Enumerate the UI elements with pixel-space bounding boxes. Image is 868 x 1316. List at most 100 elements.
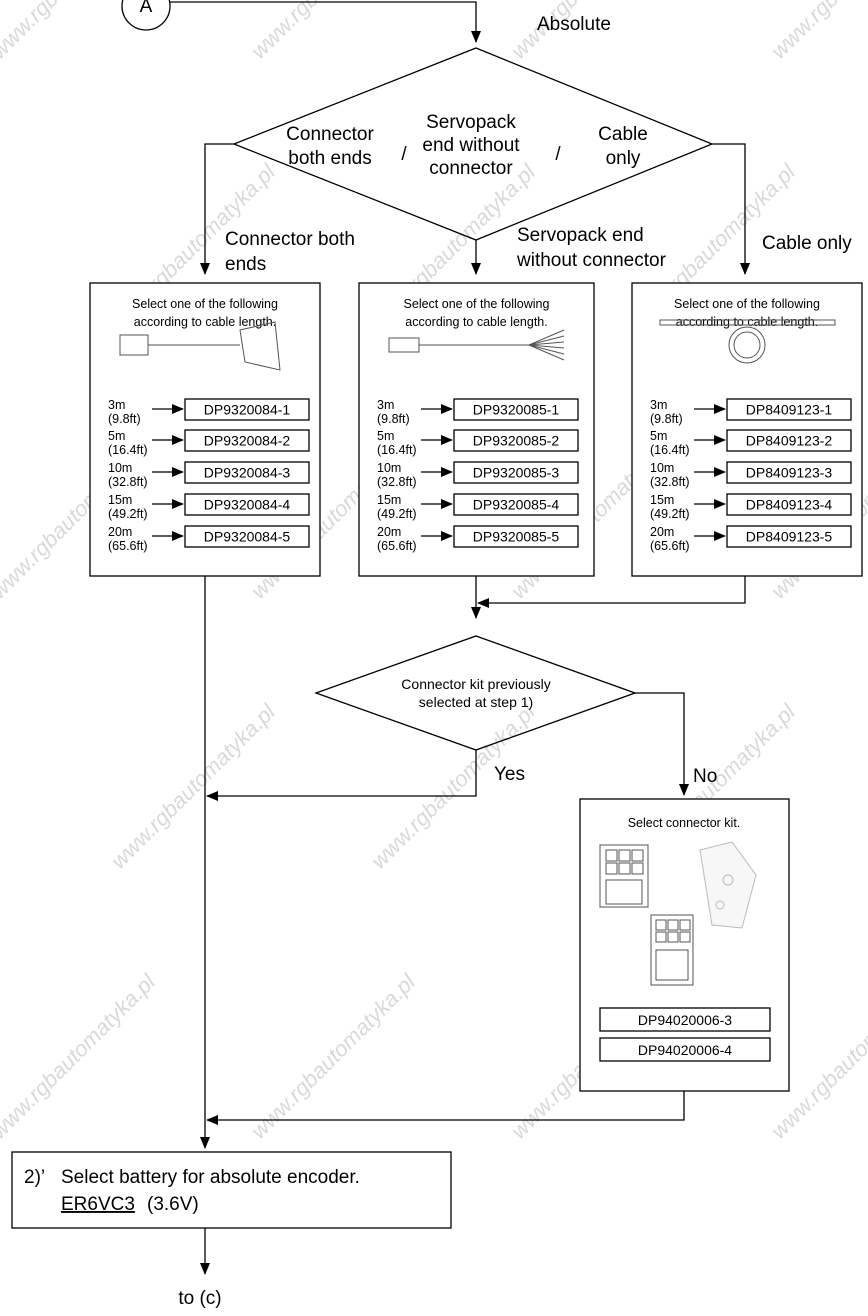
decision-separator: / <box>401 144 407 165</box>
watermark-text: www.rgbautomatyka.pl <box>106 699 281 874</box>
part-number-box <box>453 493 579 516</box>
length-meters: 3m <box>650 398 667 412</box>
connector-kit-title: Select connector kit. <box>628 816 741 830</box>
part-number-box <box>453 398 579 421</box>
branch-label-no: No <box>693 766 717 787</box>
part-number-box <box>453 461 579 484</box>
length-meters: 15m <box>108 493 132 507</box>
length-meters: 3m <box>377 398 394 412</box>
watermark-text: www.rgbautomatyka.pl <box>0 969 161 1144</box>
length-meters: 10m <box>108 461 132 475</box>
flow-line-yes <box>206 750 477 801</box>
part-number-box <box>599 1007 771 1032</box>
arrow-label-connector-both-ends-line1: Connector both <box>225 229 355 250</box>
length-feet: (49.2ft) <box>650 507 690 521</box>
part-number: DP8409123-4 <box>746 497 833 513</box>
decision-separator: / <box>555 144 561 165</box>
part-number: DP9320084-5 <box>204 529 291 545</box>
length-meters: 5m <box>650 429 667 443</box>
part-number-box <box>453 525 579 548</box>
part-number: DP9320084-4 <box>204 497 291 513</box>
length-feet: (32.8ft) <box>108 475 148 489</box>
flow-line-no <box>635 692 689 796</box>
watermark-text: www.rgbautomatyka.pl <box>766 0 868 64</box>
part-number-box <box>184 493 310 516</box>
part-number-box <box>453 429 579 452</box>
start-connector-circle <box>121 0 171 31</box>
selection-column-2: Select one of the following according to … <box>358 282 595 577</box>
length-feet: (9.8ft) <box>377 412 410 426</box>
connector-kit-icon <box>599 841 757 986</box>
part-number: DP9320085-4 <box>473 497 560 513</box>
part-number-box <box>726 398 852 421</box>
decision-option-cable-only-line2: only <box>606 148 641 169</box>
length-feet: (16.4ft) <box>377 443 417 457</box>
arrow-label-cable-only: Cable only <box>762 233 852 254</box>
part-number-box <box>726 429 852 452</box>
part-number: DP9320085-1 <box>473 402 560 418</box>
watermark-text: www.rgbautomatyka.pl <box>366 699 541 874</box>
cable-one-end-connector-icon <box>388 329 565 361</box>
length-feet: (65.6ft) <box>650 539 690 553</box>
decision-option-connector-both-ends-line2: both ends <box>288 148 371 169</box>
length-meters: 10m <box>377 461 401 475</box>
part-number: DP9320085-5 <box>473 529 560 545</box>
part-number-box <box>726 525 852 548</box>
flow-line-cable-only <box>712 143 750 275</box>
branch-label-absolute: Absolute <box>537 14 611 35</box>
length-feet: (65.6ft) <box>377 539 417 553</box>
arrow-label-connector-both-ends-line2: ends <box>225 254 266 275</box>
part-number: DP9320085-2 <box>473 433 560 449</box>
flow-line-start <box>170 1 481 43</box>
length-meters: 3m <box>108 398 125 412</box>
decision-option-connector-both-ends-line1: Connector <box>286 124 374 145</box>
part-number-box <box>184 461 310 484</box>
battery-voltage: (3.6V) <box>147 1194 199 1215</box>
length-meters: 5m <box>377 429 394 443</box>
length-feet: (16.4ft) <box>650 443 690 457</box>
flow-line-connector-both-ends <box>200 143 234 275</box>
decision-connector-kit-line1: Connector kit previously <box>401 676 550 692</box>
part-number: DP8409123-2 <box>746 433 833 449</box>
part-number: DP9320085-3 <box>473 465 560 481</box>
length-meters: 15m <box>377 493 401 507</box>
connector-kit-part-2: DP94020006-4 <box>638 1042 732 1058</box>
part-number: DP8409123-5 <box>746 529 833 545</box>
start-connector-label: A <box>140 0 153 17</box>
cable-connector-both-ends-icon <box>119 321 281 371</box>
part-number-box <box>726 493 852 516</box>
arrow-label-servopack-line2: without connector <box>516 250 667 271</box>
battery-part-number: ER6VC3 <box>61 1194 135 1215</box>
decision-option-servopack-line2: end without <box>422 135 520 156</box>
branch-label-yes: Yes <box>494 764 525 785</box>
selection-header-line2: according to cable length. <box>405 315 547 329</box>
selection-header-line1: Select one of the following <box>404 297 550 311</box>
flow-line-kit-merge <box>206 1091 685 1125</box>
decision-option-cable-only-line1: Cable <box>598 124 648 145</box>
decision-connector-kit-line2: selected at step 1) <box>419 694 533 710</box>
part-number: DP8409123-3 <box>746 465 833 481</box>
battery-step-number: 2)’ <box>24 1167 45 1188</box>
part-number-box <box>599 1037 771 1062</box>
selection-header-line2: according to cable length. <box>134 315 276 329</box>
selection-header-line1: Select one of the following <box>132 297 278 311</box>
watermark-text: www.rgbautomatyka.pl <box>246 0 421 64</box>
part-number-box <box>184 398 310 421</box>
length-feet: (16.4ft) <box>108 443 148 457</box>
decision-option-servopack-line3: connector <box>429 158 513 179</box>
length-feet: (32.8ft) <box>377 475 417 489</box>
battery-instruction: Select battery for absolute encoder. <box>61 1167 360 1188</box>
length-meters: 10m <box>650 461 674 475</box>
part-number: DP9320084-1 <box>204 402 291 418</box>
length-meters: 15m <box>650 493 674 507</box>
length-feet: (49.2ft) <box>377 507 417 521</box>
cable-coil-icon <box>659 319 836 364</box>
part-number: DP9320084-3 <box>204 465 291 481</box>
end-label: to (c) <box>178 1288 221 1309</box>
part-number: DP9320084-2 <box>204 433 291 449</box>
decision-option-servopack-line1: Servopack <box>426 112 516 133</box>
flow-line-merge-cable-only <box>477 576 746 608</box>
length-feet: (9.8ft) <box>108 412 141 426</box>
